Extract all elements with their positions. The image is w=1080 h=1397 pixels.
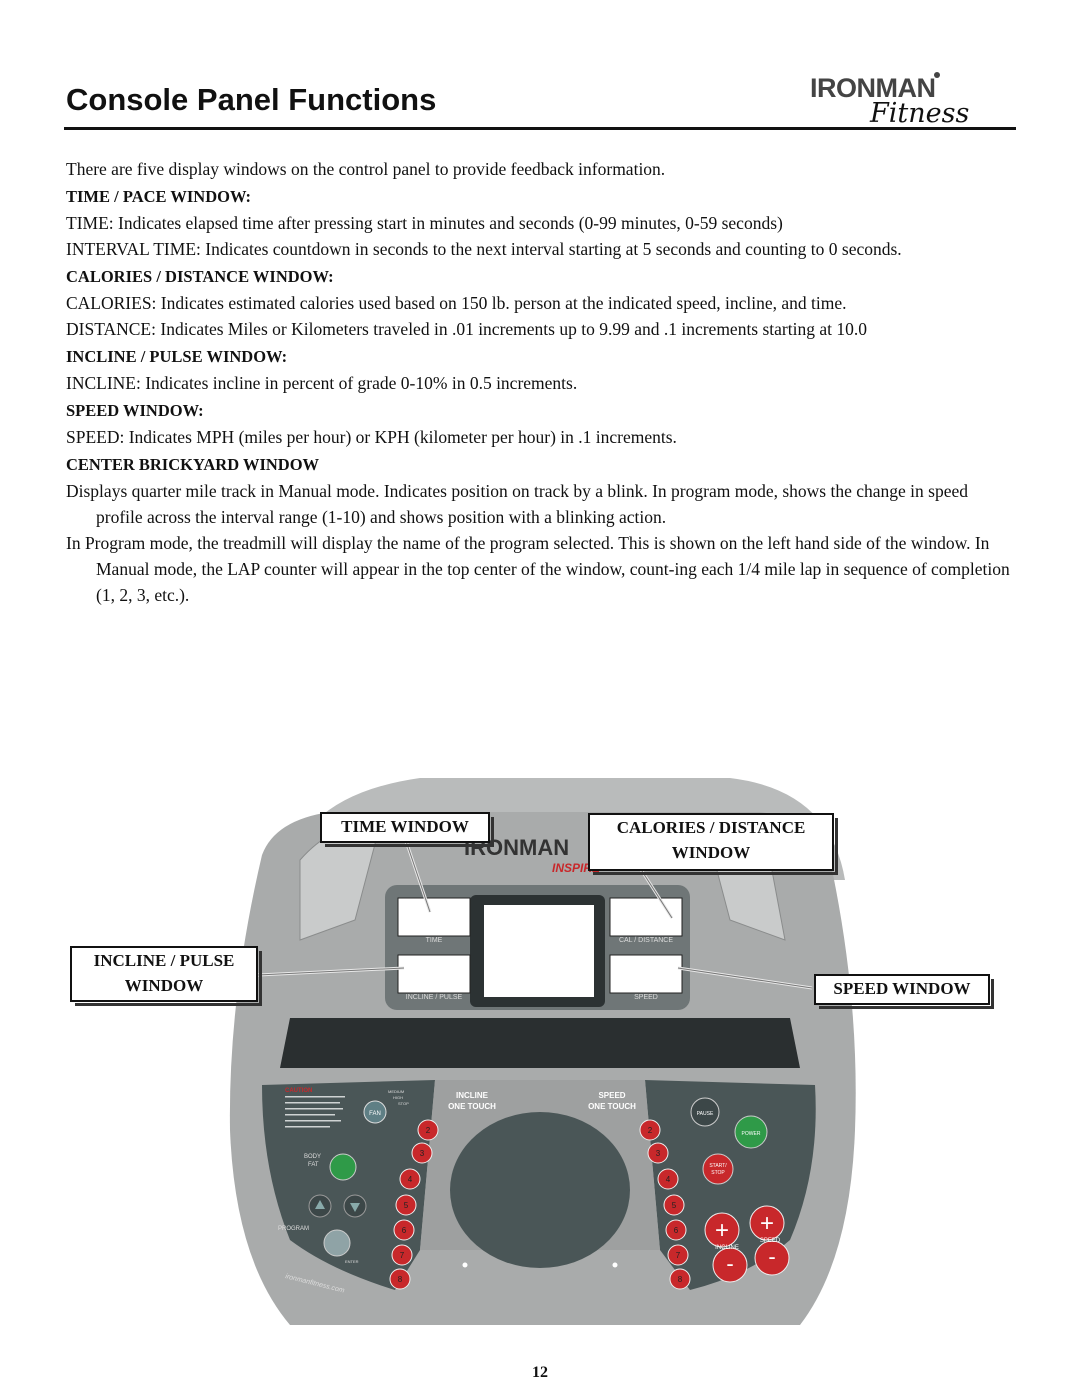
speed-heading: SPEED WINDOW:: [66, 401, 204, 420]
page-number: 12: [532, 1364, 548, 1381]
incline-pulse-callout: INCLINE / PULSE WINDOW: [70, 946, 262, 1006]
svg-text:Fitness: Fitness: [869, 98, 969, 128]
reading-tray: [280, 1018, 800, 1068]
time-pace-heading: TIME / PACE WINDOW:: [66, 187, 252, 206]
stop-label: STOP: [711, 1170, 725, 1176]
incline-ctrl-label: INCLINE: [715, 1245, 739, 1251]
document-body: There are five display windows on the co…: [66, 156, 1016, 608]
incline-callout-line2: WINDOW: [124, 976, 204, 995]
interval-time-desc: INTERVAL TIME: Indicates countdown in se…: [66, 239, 902, 259]
distance-desc: DISTANCE: Indicates Miles or Kilometers …: [66, 319, 867, 339]
cal-distance-label: CAL / DISTANCE: [619, 937, 673, 944]
speed-label: SPEED: [634, 994, 658, 1001]
incline-key-6: 6: [402, 1226, 407, 1235]
speed-key-4: 4: [666, 1175, 671, 1184]
incline-pulse-label: INCLINE / PULSE: [406, 994, 463, 1001]
calories-desc: CALORIES: Indicates estimated calories u…: [66, 293, 847, 313]
cal-distance-callout-line2: WINDOW: [671, 843, 751, 862]
pause-label: PAUSE: [697, 1111, 714, 1117]
speed-window-display: [609, 954, 683, 994]
caution-label: CAUTION: [285, 1088, 312, 1094]
fan-stop-label: STOP: [398, 1101, 409, 1106]
incline-quick-keys: 2 3 4 5 6 7 8: [389, 1119, 439, 1290]
time-window-callout: TIME WINDOW: [320, 812, 494, 847]
speed-window-callout: SPEED WINDOW: [814, 974, 994, 1009]
enter-button: [323, 1229, 351, 1257]
brickyard-desc-2: In Program mode, the treadmill will disp…: [66, 533, 1010, 605]
fan-button: [363, 1100, 387, 1124]
power-button: [734, 1115, 768, 1149]
incline-one-touch-label: INCLINE: [456, 1091, 489, 1100]
incline-pulse-heading: INCLINE / PULSE WINDOW:: [66, 347, 288, 366]
brickyard-window: [484, 905, 594, 997]
body-fat-label: BODY: [304, 1154, 321, 1160]
calories-distance-heading: CALORIES / DISTANCE WINDOW:: [66, 267, 334, 286]
speed-key-7: 7: [676, 1251, 681, 1260]
console-panel-illustration: IRONMAN INSPIRE TIME CAL / DISTANCE INCL…: [229, 778, 856, 1325]
brickyard-heading: CENTER BRICKYARD WINDOW: [66, 455, 320, 474]
cal-distance-callout-line1: CALORIES / DISTANCE: [616, 818, 806, 837]
speed-quick-keys: 2 3 4 5 6 7 8: [639, 1119, 691, 1290]
incline-speed-rockers: + + - - INCLINE SPEED: [704, 1205, 790, 1283]
speed-one-touch-sub: ONE TOUCH: [588, 1102, 636, 1111]
speed-window-callout-text: SPEED WINDOW: [833, 979, 971, 998]
fan-high-label: HIGH: [393, 1095, 403, 1100]
incline-key-4: 4: [408, 1175, 413, 1184]
body-fat-button: [329, 1153, 357, 1181]
fan-label: FAN: [369, 1111, 381, 1117]
enter-label: ENTER: [345, 1259, 359, 1264]
page-title: Console Panel Functions: [66, 82, 437, 117]
incline-key-3: 3: [420, 1149, 425, 1158]
svg-text:IRONMAN: IRONMAN: [810, 73, 936, 103]
power-label: POWER: [742, 1131, 761, 1137]
pause-button: [690, 1097, 720, 1127]
control-panel: [262, 1080, 435, 1290]
incline-desc: INCLINE: Indicates incline in percent of…: [66, 373, 578, 393]
speed-desc: SPEED: Indicates MPH (miles per hour) or…: [66, 427, 677, 447]
incline-callout-line1: INCLINE / PULSE: [93, 951, 235, 970]
speed-key-2: 2: [648, 1126, 653, 1135]
speed-key-6: 6: [674, 1226, 679, 1235]
time-window-callout-text: TIME WINDOW: [341, 817, 469, 836]
incline-pulse-window: [397, 954, 471, 994]
speed-one-touch-label: SPEED: [598, 1091, 625, 1100]
time-label: TIME: [426, 937, 443, 944]
incline-key-8: 8: [398, 1275, 403, 1284]
body-fat-label-2: FAT: [308, 1162, 319, 1168]
svg-text:-: -: [768, 1244, 775, 1269]
speed-key-5: 5: [672, 1201, 677, 1210]
svg-text:-: -: [726, 1251, 733, 1276]
program-label: PROGRAM: [278, 1226, 309, 1232]
incline-key-5: 5: [404, 1201, 409, 1210]
start-stop-button: [702, 1153, 734, 1185]
intro-paragraph: There are five display windows on the co…: [66, 159, 666, 179]
time-desc: TIME: Indicates elapsed time after press…: [66, 213, 783, 233]
ironman-fitness-logo: IRONMAN Fitness: [810, 72, 969, 128]
svg-text:+: +: [760, 1210, 774, 1237]
fan-medium-label: MEDIUM: [388, 1089, 404, 1094]
center-track-circle: [450, 1112, 630, 1268]
speed-key-8: 8: [678, 1275, 683, 1284]
start-label: START/: [709, 1163, 727, 1169]
header-rule: [64, 127, 1016, 130]
time-window: [397, 897, 471, 937]
svg-text:+: +: [715, 1217, 729, 1244]
incline-one-touch-sub: ONE TOUCH: [448, 1102, 496, 1111]
brickyard-desc-1: Displays quarter mile track in Manual mo…: [66, 481, 968, 527]
cal-distance-callout: CALORIES / DISTANCE WINDOW: [588, 813, 838, 875]
speed-key-3: 3: [656, 1149, 661, 1158]
incline-key-7: 7: [400, 1251, 405, 1260]
speed-ctrl-label: SPEED: [760, 1238, 781, 1244]
incline-key-2: 2: [426, 1126, 431, 1135]
